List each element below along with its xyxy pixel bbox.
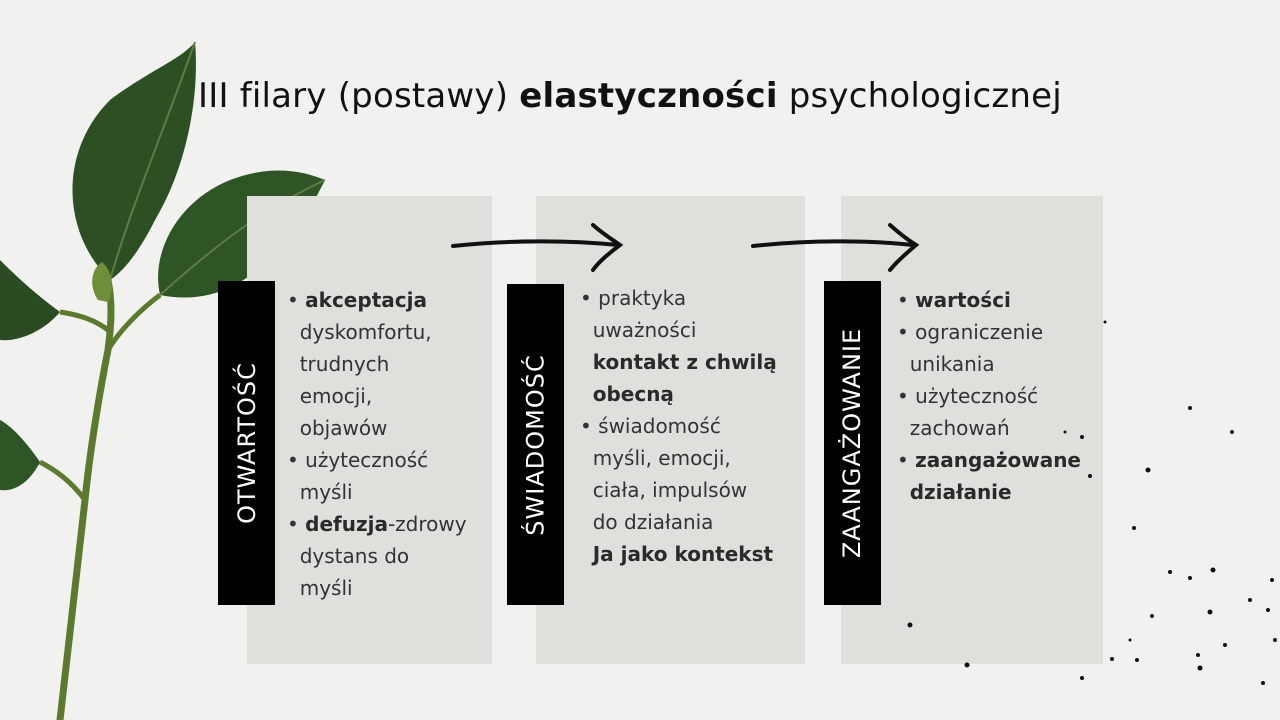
pillar-item-bold: Ja jako kontekst bbox=[592, 542, 774, 566]
pillar-item-text: • bbox=[287, 512, 306, 536]
pillar-item-text: trudnych bbox=[287, 352, 390, 376]
pillar-item-text: uważności bbox=[580, 318, 697, 342]
pillar-item-bold: działanie bbox=[909, 480, 1012, 504]
pillar-item-text: dystans do bbox=[287, 544, 410, 568]
pillar-item-line: objawów bbox=[287, 412, 467, 444]
pillar-items-engagement: • wartości • ograniczenie unikania • użyte… bbox=[897, 284, 1081, 508]
page-title: III filary (postawy) elastyczności psych… bbox=[198, 76, 1062, 116]
pillar-item-bold: zaangażowane bbox=[915, 448, 1081, 472]
pillar-item-bold: kontakt z chwilą bbox=[592, 350, 777, 374]
pillar-item-text: • praktyka bbox=[580, 286, 687, 310]
pillar-item-text bbox=[580, 350, 593, 374]
pillar-item-text: • użyteczność bbox=[287, 448, 429, 472]
pillar-item-line: obecną bbox=[580, 378, 777, 410]
pillar-item-line: działanie bbox=[897, 476, 1081, 508]
pillar-item-line: • zaangażowane bbox=[897, 444, 1081, 476]
pillar-item-line: • użyteczność bbox=[287, 444, 467, 476]
pillar-item-text bbox=[580, 382, 593, 406]
pillar-item-text: • świadomość bbox=[580, 414, 721, 438]
pillar-label-text: OTWARTOŚĆ bbox=[232, 362, 261, 524]
title-bold: elastyczności bbox=[519, 76, 778, 116]
pillar-item-line: do działania bbox=[580, 506, 777, 538]
pillar-item-line: kontakt z chwilą bbox=[580, 346, 777, 378]
pillar-item-text: ciała, impulsów bbox=[580, 478, 748, 502]
pillar-item-text: myśli bbox=[287, 576, 353, 600]
pillar-item-text: • ograniczenie bbox=[897, 320, 1044, 344]
pillar-item-line: • praktyka bbox=[580, 282, 777, 314]
pillar-items-awareness: • praktyka uważności kontakt z chwilą ob… bbox=[580, 282, 777, 570]
pillar-item-line: • wartości bbox=[897, 284, 1081, 316]
pillar-item-line: Ja jako kontekst bbox=[580, 538, 777, 570]
pillar-label-openness: OTWARTOŚĆ bbox=[218, 281, 275, 605]
pillar-item-line: trudnych bbox=[287, 348, 467, 380]
title-part1: III filary (postawy) bbox=[198, 76, 520, 116]
pillar-item-text: unikania bbox=[897, 352, 995, 376]
pillar-label-text: ZAANGAŻOWANIE bbox=[838, 327, 867, 559]
pillar-item-line: • defuzja-zdrowy bbox=[287, 508, 467, 540]
pillar-item-text: • bbox=[897, 448, 916, 472]
pillar-label-awareness: ŚWIADOMOŚĆ bbox=[507, 284, 564, 605]
pillar-item-bold: akceptacja bbox=[305, 288, 427, 312]
pillar-panel-2 bbox=[536, 196, 805, 664]
pillar-item-line: ciała, impulsów bbox=[580, 474, 777, 506]
pillar-item-text: objawów bbox=[287, 416, 388, 440]
pillar-item-text: emocji, bbox=[287, 384, 373, 408]
arrow-right-icon-2 bbox=[751, 223, 920, 272]
pillar-label-text: ŚWIADOMOŚĆ bbox=[521, 353, 550, 536]
pillar-item-line: • świadomość bbox=[580, 410, 777, 442]
pillar-item-line: myśli, emocji, bbox=[580, 442, 777, 474]
pillar-item-text: • bbox=[897, 288, 916, 312]
pillar-item-line: myśli bbox=[287, 572, 467, 604]
pillar-item-text: myśli, emocji, bbox=[580, 446, 731, 470]
pillar-item-text bbox=[580, 542, 593, 566]
pillar-item-line: unikania bbox=[897, 348, 1081, 380]
pillar-label-engagement: ZAANGAŻOWANIE bbox=[824, 281, 881, 605]
pillar-items-openness: • akceptacja dyskomfortu, trudnych emocj… bbox=[287, 284, 467, 604]
pillar-item-text: • bbox=[287, 288, 306, 312]
pillar-item-line: uważności bbox=[580, 314, 777, 346]
pillar-item-line: • użyteczność bbox=[897, 380, 1081, 412]
pillar-item-line: zachowań bbox=[897, 412, 1081, 444]
pillar-item-line: emocji, bbox=[287, 380, 467, 412]
pillar-item-line: myśli bbox=[287, 476, 467, 508]
pillar-panel-3 bbox=[841, 196, 1103, 664]
title-part2: psychologicznej bbox=[777, 76, 1062, 116]
pillar-item-bold: obecną bbox=[592, 382, 674, 406]
arrow-right-icon-1 bbox=[451, 223, 624, 272]
pillar-item-line: • akceptacja bbox=[287, 284, 467, 316]
pillar-item-bold: defuzja bbox=[305, 512, 388, 536]
pillar-item-bold: wartości bbox=[915, 288, 1011, 312]
pillar-panel-1 bbox=[247, 196, 492, 664]
pillar-item-line: dyskomfortu, bbox=[287, 316, 467, 348]
pillar-item-after: -zdrowy bbox=[387, 512, 467, 536]
ink-dots-decoration bbox=[907, 320, 1277, 685]
pillar-item-line: dystans do bbox=[287, 540, 467, 572]
plant-branch-illustration bbox=[0, 41, 326, 720]
pillar-item-text: myśli bbox=[287, 480, 353, 504]
pillar-item-line: • ograniczenie bbox=[897, 316, 1081, 348]
pillar-item-text: zachowań bbox=[897, 416, 1010, 440]
pillar-item-text: • użyteczność bbox=[897, 384, 1039, 408]
pillar-item-text: do działania bbox=[580, 510, 714, 534]
pillar-item-text: dyskomfortu, bbox=[287, 320, 432, 344]
